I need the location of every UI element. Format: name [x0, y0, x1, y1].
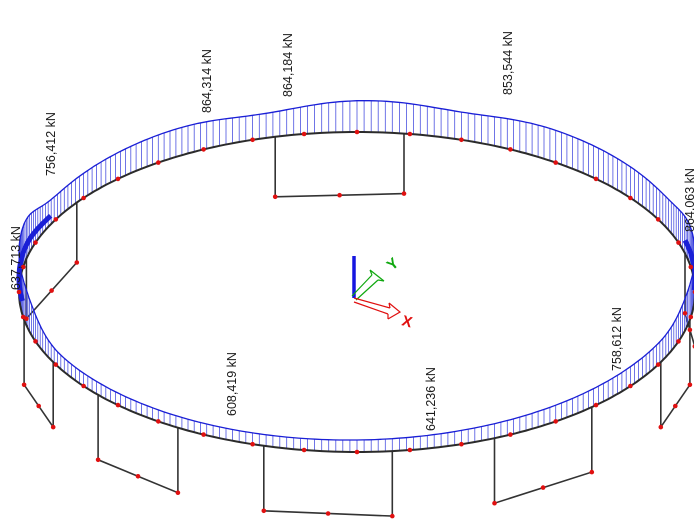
node-point	[135, 474, 141, 479]
node-point	[250, 441, 255, 447]
node-point	[593, 402, 599, 408]
node-point	[655, 217, 661, 222]
node-point	[593, 176, 599, 182]
node-point	[301, 131, 307, 137]
node-point	[508, 432, 513, 437]
node-point	[553, 160, 558, 165]
y-axis-label: Y	[384, 255, 403, 274]
node-point	[16, 289, 22, 295]
node-point	[33, 240, 38, 245]
load-label: 756,412 kN	[44, 112, 58, 176]
load-label: 637,713 kN	[9, 226, 23, 290]
node-point	[354, 129, 360, 135]
node-point	[673, 403, 678, 409]
node-point	[272, 194, 278, 200]
node-point	[589, 469, 595, 475]
node-point	[21, 382, 27, 388]
node-point	[687, 327, 693, 333]
node-point	[337, 192, 342, 198]
load-label: 864,184 kN	[281, 33, 295, 97]
node-point	[655, 362, 661, 367]
node-point	[50, 424, 56, 430]
node-point	[688, 264, 694, 270]
x-axis	[353, 297, 402, 320]
node-point	[687, 382, 693, 388]
node-point	[33, 339, 38, 344]
node-point	[250, 137, 255, 143]
node-point	[492, 500, 497, 506]
node-point	[20, 314, 26, 320]
node-point	[325, 511, 331, 516]
node-point	[407, 131, 413, 137]
load-label: 853,544 kN	[501, 31, 515, 95]
node-point	[74, 260, 80, 265]
node-point	[401, 191, 407, 196]
node-point	[354, 449, 360, 455]
node-point	[540, 485, 546, 490]
node-point	[459, 441, 464, 447]
node-point	[20, 264, 26, 270]
load-value-labels: 864,314 kN 864,184 kN 853,544 kN 756,412…	[9, 31, 694, 431]
support-frame	[23, 319, 54, 430]
load-label: 864,063 kN	[683, 168, 694, 232]
load-label: 608,419 kN	[225, 352, 239, 416]
node-point	[115, 176, 121, 182]
node-point	[658, 424, 664, 430]
load-label: 758,612 kN	[610, 307, 624, 371]
ring-beam-highlight-left	[16, 213, 53, 302]
node-point	[508, 147, 513, 152]
node-point	[81, 195, 86, 201]
node-point	[53, 362, 59, 367]
x-axis-label: X	[400, 312, 414, 331]
node-point	[628, 383, 633, 389]
node-point	[301, 447, 307, 453]
node-point	[156, 160, 161, 165]
node-point	[261, 508, 267, 514]
node-point	[175, 490, 181, 496]
support-frames	[23, 133, 694, 517]
node-point	[53, 217, 59, 222]
node-point	[390, 513, 395, 519]
support-frame	[274, 133, 405, 198]
load-label: 864,314 kN	[200, 49, 214, 113]
node-point	[201, 432, 206, 437]
coordinate-axes-icon: Y X	[351, 255, 414, 331]
node-point	[95, 457, 101, 463]
node-point	[676, 339, 681, 344]
node-point	[81, 383, 86, 389]
node-point	[682, 311, 688, 316]
load-diagram-fill	[18, 100, 694, 452]
node-point	[553, 419, 558, 424]
node-point	[36, 403, 41, 409]
node-point	[201, 147, 206, 152]
y-axis	[351, 269, 385, 301]
load-diagram-outline	[18, 99, 694, 441]
node-point	[156, 419, 161, 424]
load-label: 641,236 kN	[424, 367, 438, 431]
node-points	[16, 129, 694, 519]
node-point	[688, 314, 694, 320]
node-point	[407, 447, 413, 453]
node-point	[115, 402, 121, 408]
node-point	[676, 240, 681, 245]
node-point	[459, 137, 464, 143]
node-point	[628, 195, 633, 201]
support-frame	[263, 445, 394, 517]
node-point	[49, 288, 54, 293]
